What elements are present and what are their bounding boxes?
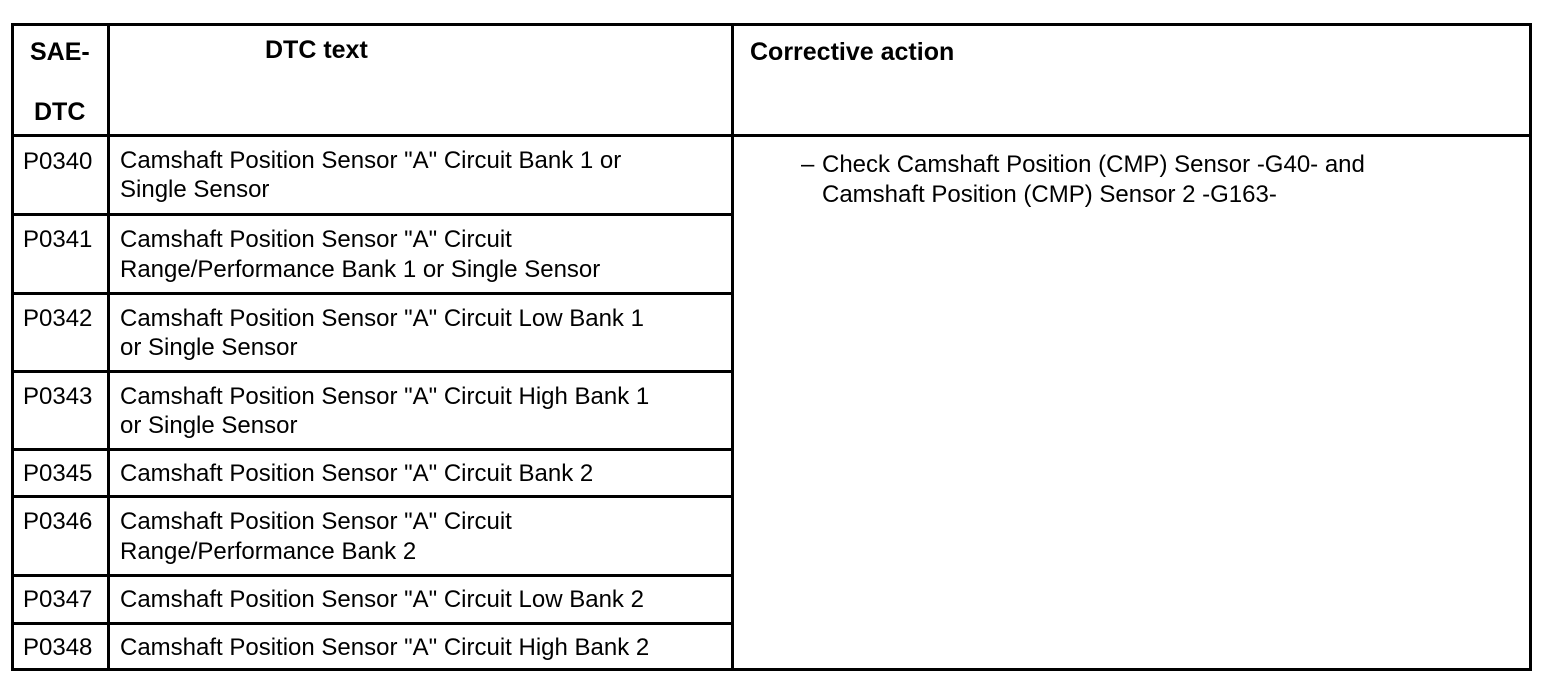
corrective-action-text: Check Camshaft Position (CMP) Sensor -G4… (822, 150, 1365, 210)
dtc-code: P0346 (23, 508, 93, 535)
dtc-text-line2: Range/Performance Bank 2 (120, 538, 417, 565)
column-divider-2 (731, 26, 734, 668)
row-divider (14, 448, 732, 451)
dtc-code: P0345 (23, 460, 93, 487)
dtc-code: P0347 (23, 586, 93, 613)
dtc-code: P0342 (23, 305, 93, 332)
corrective-action-line2: Camshaft Position (CMP) Sensor 2 -G163- (822, 181, 1277, 208)
row-divider (14, 292, 732, 295)
header-divider (14, 134, 1529, 137)
dtc-text-line1: Camshaft Position Sensor "A" Circuit Low… (120, 586, 644, 613)
dtc-text-line2: or Single Sensor (120, 412, 298, 439)
dtc-text-line2: Single Sensor (120, 176, 270, 203)
dtc-table: SAE- DTC DTC text Corrective action P034… (11, 23, 1532, 671)
dtc-text-line2: Range/Performance Bank 1 or Single Senso… (120, 256, 601, 283)
dtc-text-line1: Camshaft Position Sensor "A" Circuit Hig… (120, 634, 650, 661)
dtc-text-line1: Camshaft Position Sensor "A" Circuit Ban… (120, 147, 622, 174)
header-sae-dtc-line1: SAE- (30, 38, 90, 66)
header-dtc-text: DTC text (265, 36, 368, 64)
dtc-text-line2: or Single Sensor (120, 334, 298, 361)
dtc-text-line1: Camshaft Position Sensor "A" Circuit Hig… (120, 383, 650, 410)
row-divider (14, 495, 732, 498)
dtc-code: P0341 (23, 226, 93, 253)
dtc-text-line1: Camshaft Position Sensor "A" Circuit (120, 226, 512, 253)
row-divider (14, 622, 732, 625)
row-divider (14, 370, 732, 373)
dtc-text-line1: Camshaft Position Sensor "A" Circuit Low… (120, 305, 644, 332)
action-bullet: – (801, 151, 815, 178)
dtc-text-line1: Camshaft Position Sensor "A" Circuit (120, 508, 512, 535)
header-corrective-action: Corrective action (750, 38, 955, 66)
corrective-action-line1: Check Camshaft Position (CMP) Sensor -G4… (822, 151, 1365, 178)
dtc-code: P0343 (23, 383, 93, 410)
column-divider-1 (107, 26, 110, 668)
row-divider (14, 213, 732, 216)
row-divider (14, 574, 732, 577)
header-sae-dtc-line2: DTC (34, 98, 86, 126)
dtc-code: P0348 (23, 634, 93, 661)
dtc-text-line1: Camshaft Position Sensor "A" Circuit Ban… (120, 460, 594, 487)
dtc-code: P0340 (23, 148, 93, 175)
